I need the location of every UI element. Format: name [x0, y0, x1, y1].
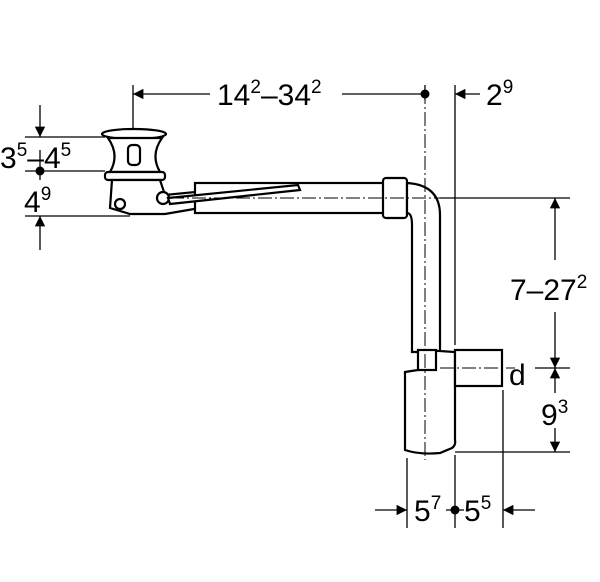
trap-left-width: 57 [414, 493, 441, 528]
dimension-vertical-range: 7–272 [510, 198, 587, 368]
dimension-trap-height: 93 [541, 368, 568, 452]
vertical-pipe [405, 181, 442, 354]
dimension-horizontal-top: 142–342 [133, 77, 430, 112]
trap-body [403, 348, 504, 455]
dimension-trap-bottom: 57 55 [375, 493, 535, 528]
popup-lever [166, 183, 302, 206]
outlet-pipe [453, 348, 504, 388]
svg-text:93: 93 [541, 397, 568, 432]
dimension-waste-height: 49 [24, 184, 51, 250]
trap-right-width: 55 [464, 493, 491, 528]
outlet-diameter-label: d [509, 359, 526, 392]
svg-text:49: 49 [24, 184, 51, 219]
dimension-cap-height: 35–45 [0, 105, 71, 180]
svg-text:142–342: 142–342 [217, 77, 322, 112]
dimension-offset-top: 29 [455, 77, 513, 112]
svg-text:29: 29 [486, 77, 513, 112]
svg-text:7–272: 7–272 [510, 272, 587, 307]
svg-text:35–45: 35–45 [0, 140, 71, 175]
